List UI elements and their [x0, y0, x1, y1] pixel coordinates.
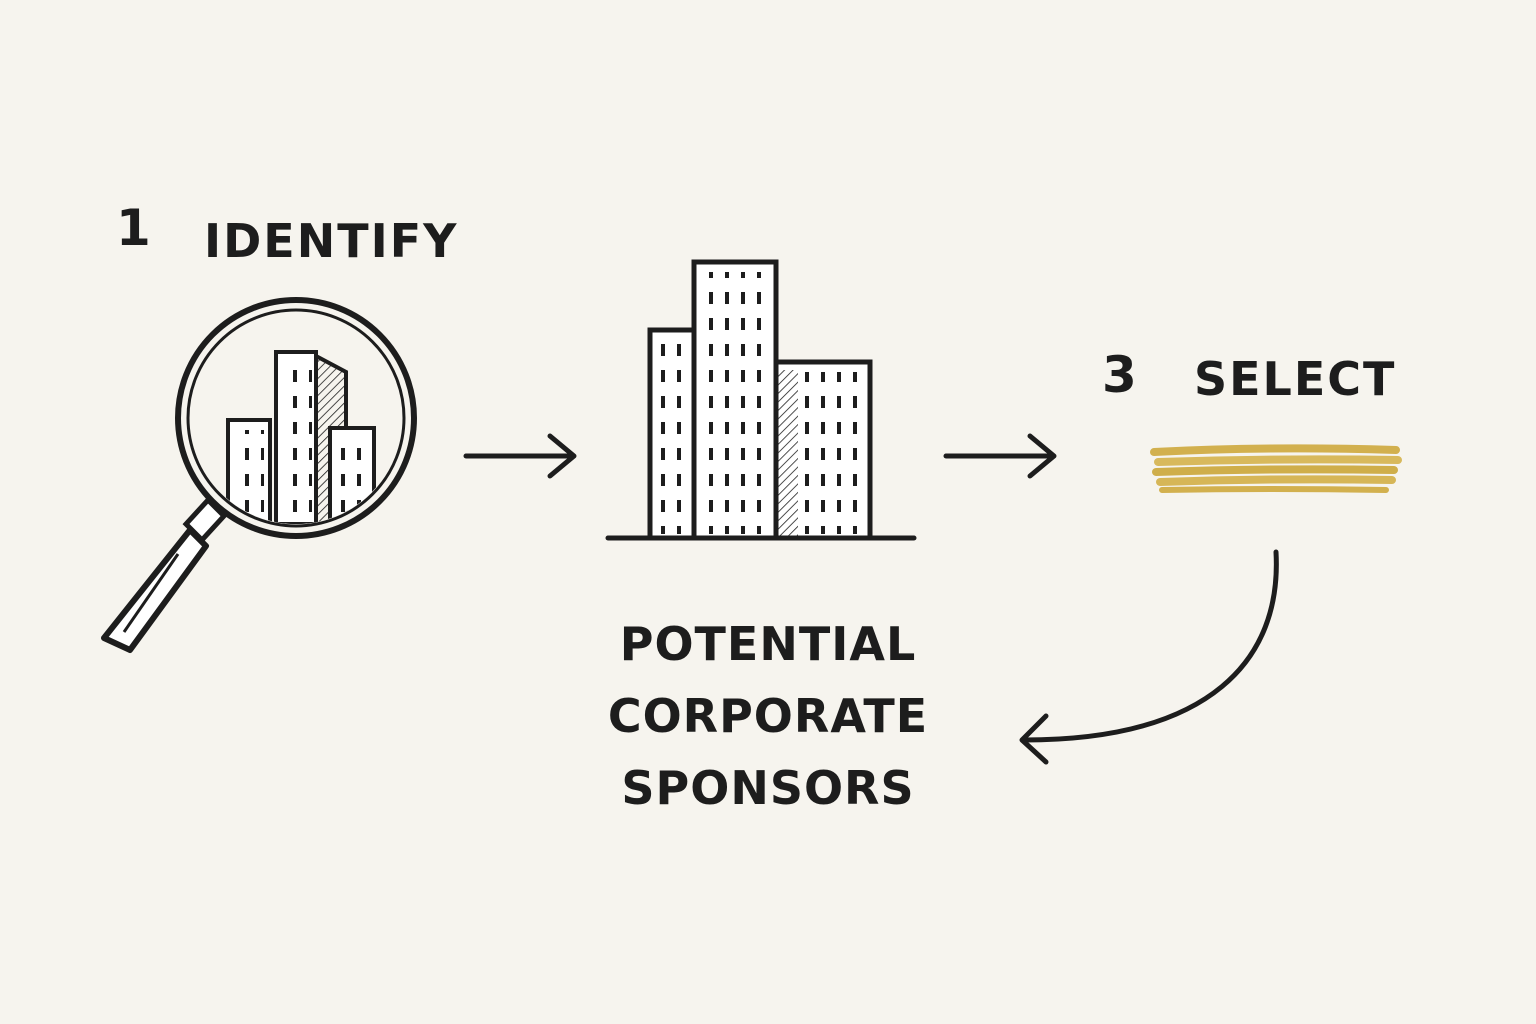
- step-3-number: 3: [1102, 346, 1137, 404]
- highlight-stroke-icon: [1150, 444, 1402, 493]
- center-caption: POTENTIAL CORPORATE SPONSORS: [568, 608, 968, 824]
- caption-line-1: POTENTIAL: [619, 617, 917, 671]
- arrow-right-icon: [463, 433, 577, 479]
- step-1-label: IDENTIFY: [204, 214, 459, 268]
- arrow-right-icon: [943, 433, 1057, 479]
- caption-line-2: CORPORATE: [607, 689, 929, 743]
- step-3-label: SELECT: [1194, 352, 1397, 406]
- caption-line-3: SPONSORS: [621, 761, 915, 815]
- curved-arrow-icon: [1019, 549, 1279, 765]
- buildings-icon: [605, 259, 917, 541]
- step-1-number: 1: [116, 199, 151, 257]
- magnifier-buildings-icon: [101, 297, 417, 653]
